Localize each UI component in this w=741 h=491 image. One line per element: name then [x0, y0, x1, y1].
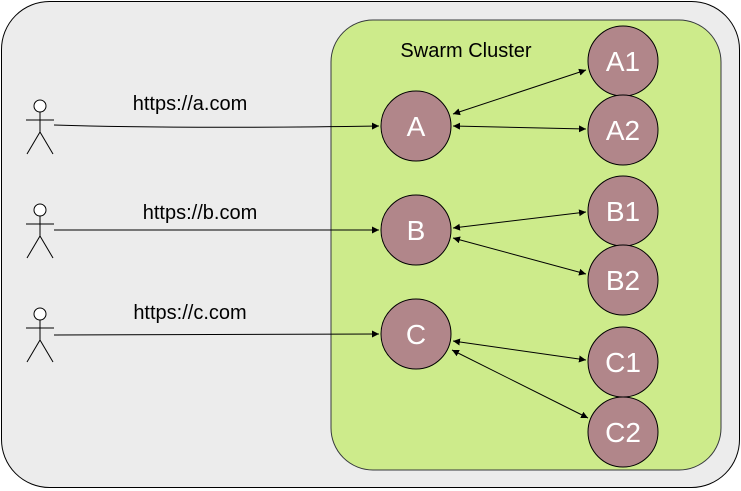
edge-b-b1: [452, 209, 587, 231]
service-label-b: B: [407, 215, 426, 246]
replica-label-a2: A2: [606, 115, 640, 146]
replica-node-c2: C2: [587, 396, 659, 468]
replica-node-b1: B1: [587, 175, 659, 247]
edge-c-c2: [451, 349, 589, 419]
url-label-c: https://c.com: [133, 302, 246, 324]
edge-a-a1: [452, 68, 587, 116]
replica-node-a1: A1: [587, 25, 659, 97]
edges-layer: [53, 68, 589, 419]
replica-label-b1: B1: [606, 196, 640, 227]
cluster-title: Swarm Cluster: [400, 40, 531, 62]
replica-node-a2: A2: [587, 94, 659, 166]
service-node-c: C: [380, 298, 452, 370]
url-label-a: https://a.com: [133, 93, 248, 115]
url-label-b: https://b.com: [143, 202, 258, 224]
user-actor-c: [26, 307, 54, 363]
user-actor-b: [26, 203, 54, 259]
replica-node-c1: C1: [587, 326, 659, 398]
edge-a-a2: [452, 122, 587, 133]
replica-node-b2: B2: [587, 244, 659, 316]
service-node-b: B: [380, 194, 452, 266]
person-icon: [26, 203, 54, 259]
service-node-a: A: [380, 90, 452, 162]
replica-label-b2: B2: [606, 265, 640, 296]
service-label-c: C: [406, 319, 426, 350]
user-actor-a: [26, 99, 54, 155]
edge-user-c-to-c: [53, 330, 380, 338]
replica-label-c1: C1: [605, 347, 641, 378]
edge-b-b2: [452, 236, 587, 276]
person-icon: [26, 307, 54, 363]
person-icon: [26, 99, 54, 155]
replica-label-a1: A1: [606, 46, 640, 77]
service-label-a: A: [407, 111, 426, 142]
replica-label-c2: C2: [605, 417, 641, 448]
edge-user-a-to-a: [53, 122, 380, 130]
